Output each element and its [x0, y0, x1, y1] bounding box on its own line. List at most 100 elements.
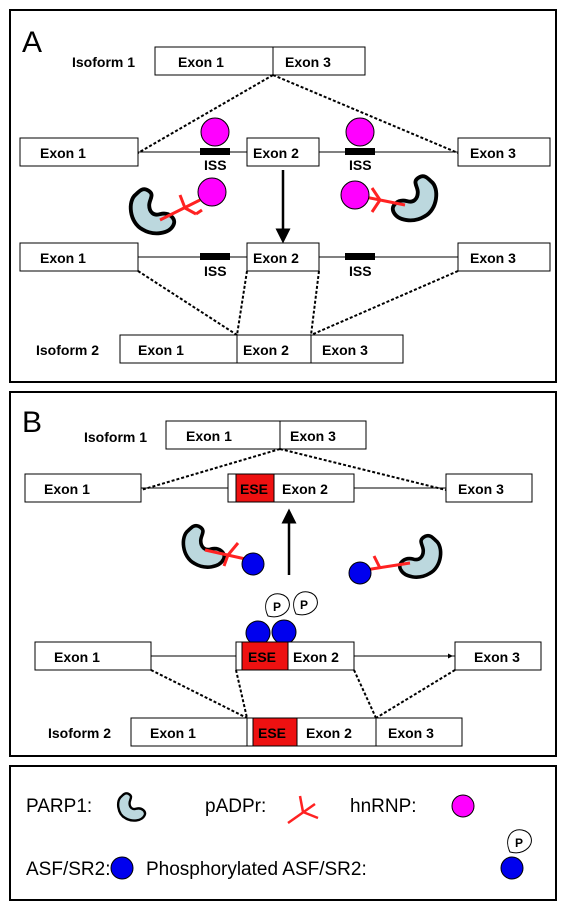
panel-b-letter: B: [22, 406, 42, 439]
a-iss-left: [200, 148, 230, 155]
a-iss-right-2-label: ISS: [349, 263, 372, 279]
a-isoform2-label: Isoform 2: [36, 342, 99, 358]
panel-a-frame: [9, 9, 557, 383]
a-pre1-exon3-label: Exon 3: [470, 145, 516, 161]
b-pre1-exon3-label: Exon 3: [458, 481, 504, 497]
b-iso2-exon1: [130, 717, 248, 747]
a-pre1-exon1-label: Exon 1: [40, 145, 86, 161]
phosphate-tag-icon: [293, 591, 318, 616]
b-iso1-exon1: [165, 420, 281, 450]
b-pre1-exon1-label: Exon 1: [44, 481, 90, 497]
b-pre2-exon1-label: Exon 1: [54, 649, 100, 665]
panel-b-frame: [9, 391, 557, 757]
a-splice-line-2: [272, 74, 459, 154]
asf-sphere-icon: [241, 552, 265, 576]
b-iso2-exon1-label: Exon 1: [150, 725, 196, 741]
hnrnp-sphere-icon: [200, 117, 230, 147]
b-pre2-exon2-label: Exon 2: [293, 649, 339, 665]
a-iso1-exon3: [272, 46, 366, 76]
a-iss-right-2: [345, 253, 375, 260]
parp1-protein-icon: [128, 187, 177, 236]
a-iso2-exon3-label: Exon 3: [322, 342, 368, 358]
panel-a-letter: A: [22, 26, 42, 59]
legend-phos-asf-label: Phosphorylated ASF/SR2:: [146, 859, 367, 880]
hnrnp-sphere-icon: [340, 180, 370, 210]
a-pre2-exon2: [246, 242, 320, 272]
a-iso1-exon1: [154, 46, 274, 76]
b-iso1-exon3: [279, 420, 367, 450]
a-iss-left-2-label: ISS: [204, 263, 227, 279]
b-pre1-ese: [235, 473, 275, 503]
a-pre2-exon1: [19, 242, 139, 272]
phosphate-tag-icon: [265, 593, 290, 618]
padpr-chain-icon: [204, 542, 251, 567]
a-splice-lines-iso2: [137, 270, 459, 336]
a-pre1-exon3: [457, 137, 551, 167]
b-pre2-exon3-label: Exon 3: [474, 649, 520, 665]
padpr-chain-icon: [364, 555, 411, 572]
padpr-chain-icon: [159, 194, 203, 222]
b-phospho-label-1: P: [273, 600, 281, 614]
b-pre2-ese-label: ESE: [248, 649, 276, 665]
asf-sphere-icon: [500, 856, 524, 880]
b-iso2-exon3: [375, 717, 463, 747]
b-isoform2-label: Isoform 2: [48, 725, 111, 741]
legend-parp1-label: PARP1:: [26, 796, 92, 817]
a-iso2-exon3: [310, 334, 404, 364]
a-pre1-exon1: [19, 137, 139, 167]
a-pre2-exon2-label: Exon 2: [253, 250, 299, 266]
b-iso2-ese: [252, 717, 298, 747]
a-iso2-exon2-label: Exon 2: [243, 342, 289, 358]
b-pre2-ese: [241, 641, 289, 671]
a-pre2-exon3: [457, 242, 551, 272]
hnrnp-sphere-icon: [451, 794, 475, 818]
b-iso1-exon3-label: Exon 3: [290, 428, 336, 444]
phosphate-tag-icon: [507, 829, 532, 854]
a-splice-line-1: [137, 74, 274, 154]
legend-phospho-label: P: [515, 836, 523, 850]
b-iso1-exon1-label: Exon 1: [186, 428, 232, 444]
a-iso1-exon1-label: Exon 1: [178, 54, 224, 70]
legend-hnrnp-label: hnRNP:: [350, 796, 417, 817]
hnrnp-sphere-icon: [197, 177, 227, 207]
parp1-protein-icon: [390, 174, 439, 223]
asf-sphere-icon: [348, 561, 372, 585]
b-pre2-exon1: [34, 641, 152, 671]
a-pre1-exon2: [246, 137, 320, 167]
a-isoform1-label: Isoform 1: [72, 54, 135, 70]
a-iso2-exon1-label: Exon 1: [138, 342, 184, 358]
b-splice-lines-iso2: [150, 669, 456, 719]
b-splice-line-2: [279, 448, 447, 491]
b-iso2-exon2-label: Exon 2: [306, 725, 352, 741]
a-iss-left-2: [200, 253, 230, 260]
padpr-chain-icon: [287, 795, 319, 825]
b-iso2-ese-label: ESE: [258, 725, 286, 741]
a-pre2-exon1-label: Exon 1: [40, 250, 86, 266]
asf-sphere-icon: [110, 856, 134, 880]
b-splice-line-1: [140, 448, 281, 491]
legend-padpr-label: pADPr:: [205, 796, 266, 817]
b-iso2-exon3-label: Exon 3: [388, 725, 434, 741]
b-pre1-exon2-label: Exon 2: [282, 481, 328, 497]
b-pre1-ese-label: ESE: [240, 481, 268, 497]
a-iss-right: [345, 148, 375, 155]
b-phospho-label-2: P: [300, 598, 308, 612]
a-iso2-exon2: [236, 334, 312, 364]
parp1-protein-icon: [181, 523, 227, 570]
asf-sphere-icon: [245, 620, 271, 646]
b-pre2-exon3: [454, 641, 542, 671]
a-pre2-exon3-label: Exon 3: [470, 250, 516, 266]
a-iss-right-label: ISS: [349, 157, 372, 173]
parp1-protein-icon: [397, 533, 443, 580]
b-pre1-exon1: [24, 473, 142, 503]
a-iss-left-label: ISS: [204, 157, 227, 173]
b-pre1-exon3: [445, 473, 533, 503]
hnrnp-sphere-icon: [345, 117, 375, 147]
a-iso1-exon3-label: Exon 3: [285, 54, 331, 70]
legend-frame: [9, 765, 557, 901]
a-pre1-exon2-label: Exon 2: [253, 145, 299, 161]
asf-sphere-icon: [271, 619, 297, 645]
legend-asf-label: ASF/SR2:: [26, 859, 110, 880]
b-isoform1-label: Isoform 1: [84, 429, 147, 445]
parp1-protein-icon: [116, 791, 147, 823]
